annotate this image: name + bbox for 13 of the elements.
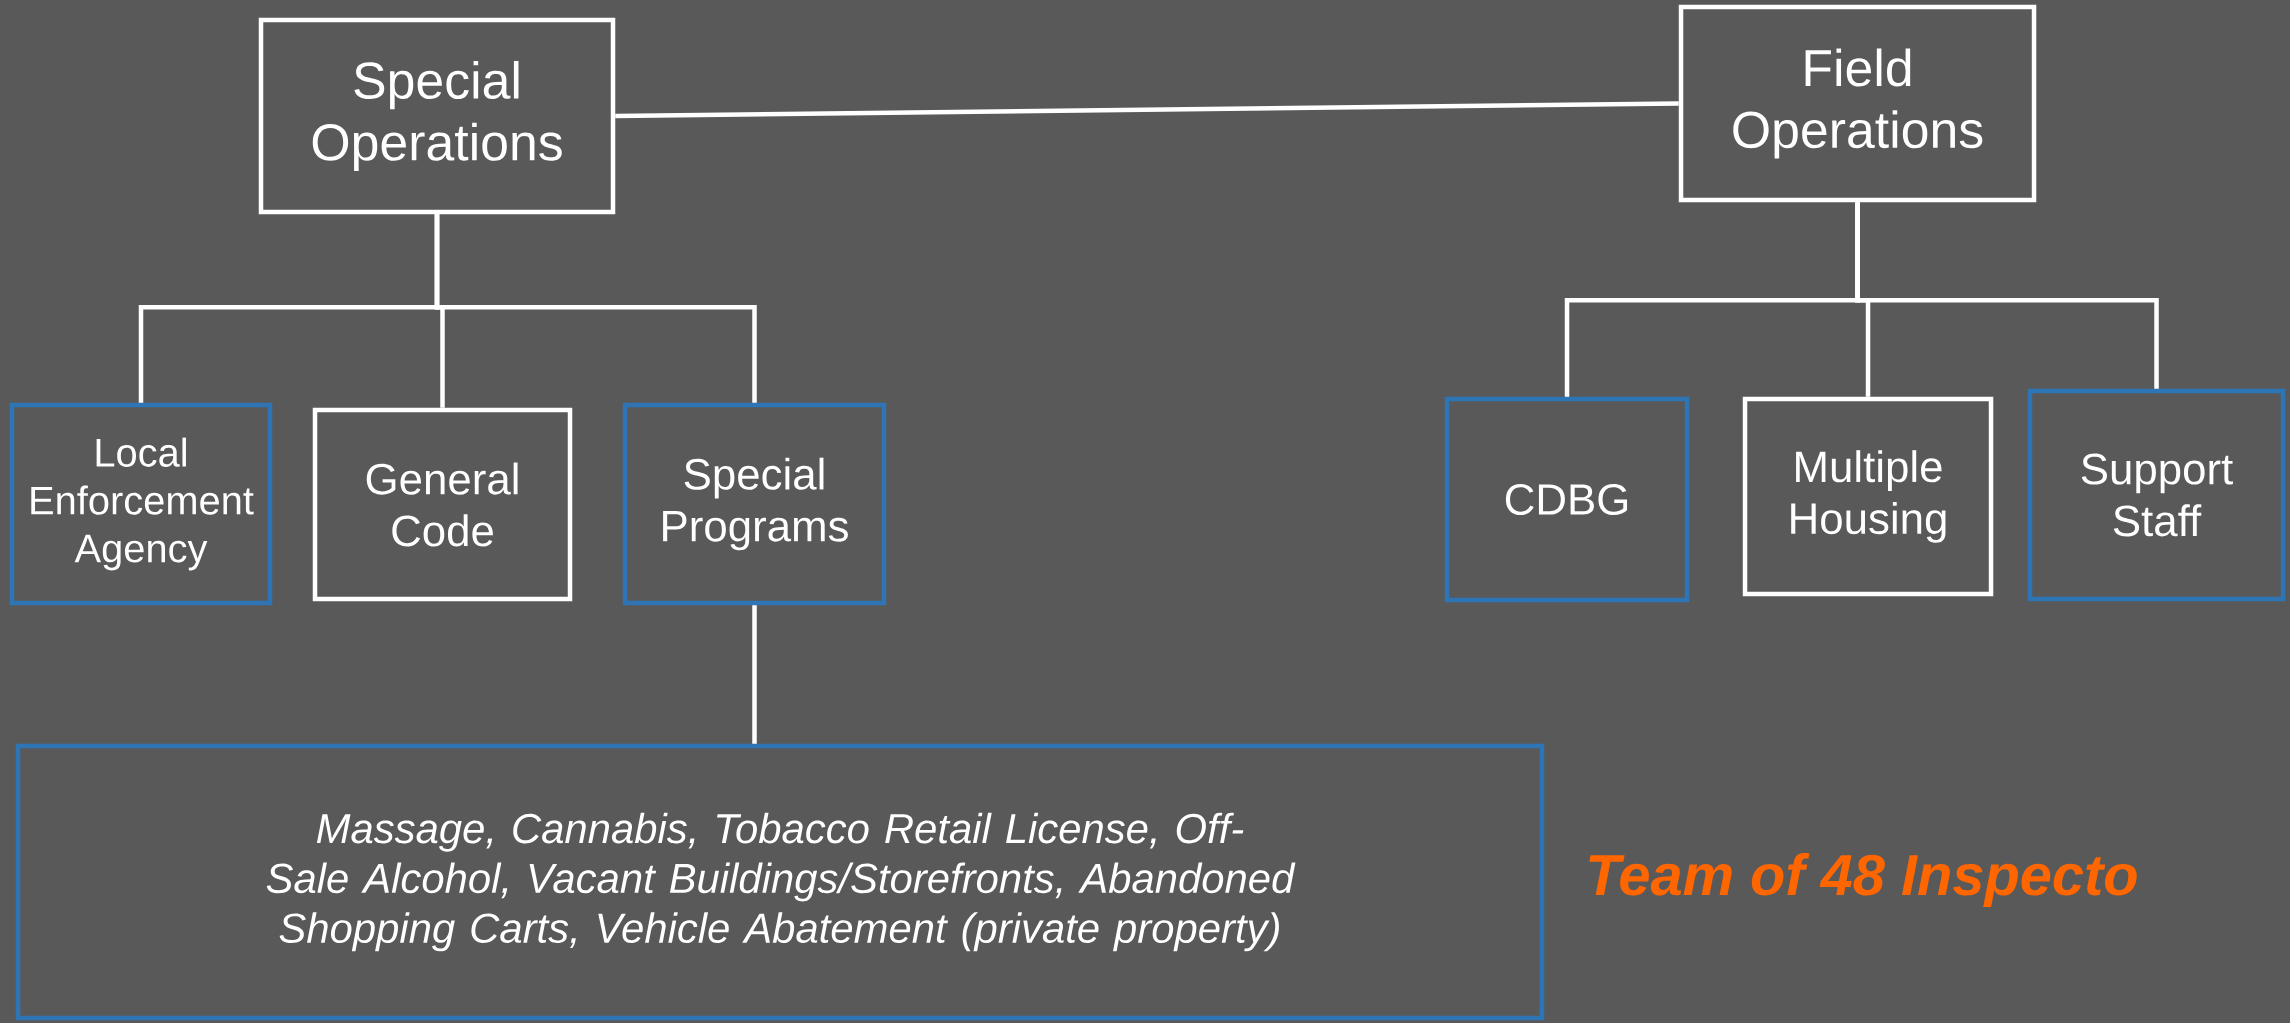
- connector-line: [434, 214, 757, 403]
- connector-line: [1855, 202, 2159, 389]
- program-list-box: Massage, Cannabis, Tobacco Retail License, Off-Sale Alcohol, Vacant Buildings/Storefronts, Abandoned Shopping Carts, Vehicle Abatement (private property): [15, 743, 1545, 1021]
- team-box: Local Enforcement Agency: [9, 402, 273, 606]
- team-box: Multiple Housing: [1742, 396, 1994, 597]
- team-box: CDBG: [1444, 396, 1690, 603]
- unit-box: Field Operations: [1678, 4, 2037, 203]
- connector-line: [752, 605, 757, 744]
- unit-box: Special Operations: [258, 17, 616, 215]
- connector-line: [615, 101, 1679, 119]
- team-box: Support Staff: [2027, 388, 2286, 602]
- team-box: Special Programs: [622, 402, 887, 606]
- team-box: General Code: [312, 407, 573, 602]
